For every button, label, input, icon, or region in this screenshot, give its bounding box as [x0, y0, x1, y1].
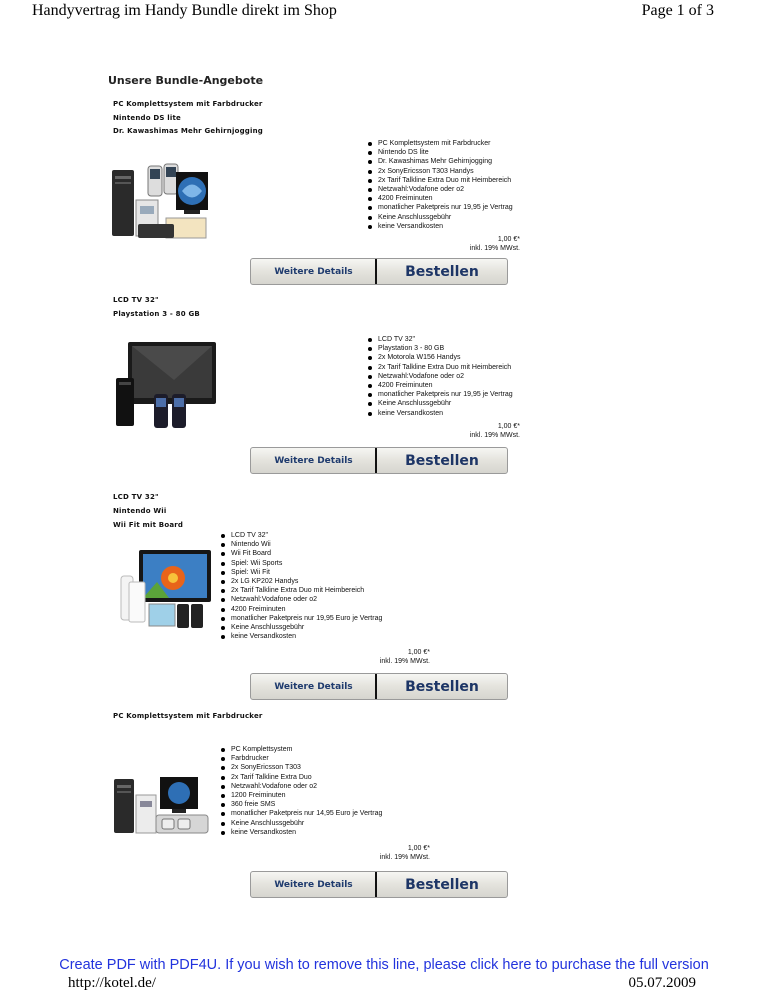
vat-note: inkl. 19% MWst.: [469, 432, 520, 439]
feature-item: Dr. Kawashimas Mehr Gehirnjogging: [367, 157, 513, 166]
feature-item: monatlicher Paketpreis nur 14,95 Euro je…: [220, 809, 382, 818]
bundle-subtitle: Nintendo DS lite: [113, 114, 181, 122]
section-heading: Unsere Bundle-Angebote: [108, 74, 264, 87]
feature-list: PC Komplettsystem Farbdrucker 2x SonyEri…: [220, 745, 382, 837]
order-button[interactable]: Bestellen: [405, 263, 479, 280]
feature-item: monatlicher Paketpreis nur 19,95 Euro je…: [220, 614, 382, 623]
feature-item: 4200 Freiminuten: [367, 381, 513, 390]
feature-item: Netzwahl:Vodafone oder o2: [220, 595, 382, 604]
feature-item: Netzwahl:Vodafone oder o2: [367, 185, 513, 194]
feature-item: LCD TV 32": [220, 531, 382, 540]
feature-item: Nintendo DS lite: [367, 148, 513, 157]
page-title: Handyvertrag im Handy Bundle direkt im S…: [32, 2, 337, 19]
feature-item: keine Versandkosten: [367, 409, 513, 418]
feature-item: 2x Motorola W156 Handys: [367, 353, 513, 362]
action-bar: Weitere Details Bestellen: [250, 258, 508, 285]
feature-item: keine Versandkosten: [220, 632, 382, 641]
page-counter: Page 1 of 3: [641, 2, 714, 19]
vat-note: inkl. 19% MWst.: [379, 854, 430, 861]
vat-note: inkl. 19% MWst.: [469, 245, 520, 252]
button-divider: [375, 674, 377, 699]
feature-item: Keine Anschlussgebühr: [220, 819, 382, 828]
feature-list: PC Komplettsystem mit Farbdrucker Ninten…: [367, 139, 513, 231]
action-bar: Weitere Details Bestellen: [250, 673, 508, 700]
pdf4u-banner-link[interactable]: Create PDF with PDF4U. If you wish to re…: [59, 957, 709, 973]
bundle-subtitle: Nintendo Wii: [113, 507, 167, 515]
feature-item: 2x Tarif Talkline Extra Duo: [220, 773, 382, 782]
feature-item: Wii Fit Board: [220, 549, 382, 558]
button-divider: [375, 448, 377, 473]
feature-item: 2x Tarif Talkline Extra Duo mit Heimbere…: [367, 176, 513, 185]
price-value: 1,00 €*: [497, 423, 520, 430]
feature-item: 2x Tarif Talkline Extra Duo mit Heimbere…: [367, 363, 513, 372]
price-block: 1,00 €* inkl. 19% MWst.: [420, 235, 520, 253]
feature-item: PC Komplettsystem: [220, 745, 382, 754]
price-block: 1,00 €* inkl. 19% MWst.: [330, 844, 430, 862]
feature-item: PC Komplettsystem mit Farbdrucker: [367, 139, 513, 148]
print-date: 05.07.2009: [628, 975, 697, 991]
feature-item: Netzwahl:Vodafone oder o2: [220, 782, 382, 791]
feature-item: monatlicher Paketpreis nur 19,95 je Vert…: [367, 203, 513, 212]
product-image-tv-ps3: [116, 342, 216, 428]
button-divider: [375, 259, 377, 284]
feature-list: LCD TV 32" Nintendo Wii Wii Fit Board Sp…: [220, 531, 382, 641]
source-url: http://kotel.de/: [68, 975, 156, 991]
feature-item: 2x SonyEricsson T303: [220, 763, 382, 772]
details-button[interactable]: Weitere Details: [274, 681, 353, 692]
feature-item: Spiel: Wii Sports: [220, 559, 382, 568]
bundle-subtitle: Wii Fit mit Board: [113, 521, 184, 529]
order-button[interactable]: Bestellen: [405, 452, 479, 469]
feature-item: 2x Tarif Talkline Extra Duo mit Heimbere…: [220, 586, 382, 595]
bundle-subtitle: PC Komplettsystem mit Farbdrucker: [113, 100, 263, 108]
feature-item: 4200 Freiminuten: [367, 194, 513, 203]
feature-item: Spiel: Wii Fit: [220, 568, 382, 577]
feature-item: 2x SonyEricsson T303 Handys: [367, 167, 513, 176]
price-block: 1,00 €* inkl. 19% MWst.: [420, 422, 520, 440]
feature-item: Keine Anschlussgebühr: [367, 399, 513, 408]
feature-list: LCD TV 32" Playstation 3 - 80 GB 2x Moto…: [367, 335, 513, 418]
product-image-pc-printer: [114, 777, 209, 834]
feature-item: monatlicher Paketpreis nur 19,95 je Vert…: [367, 390, 513, 399]
feature-item: keine Versandkosten: [367, 222, 513, 231]
order-button[interactable]: Bestellen: [405, 876, 479, 893]
button-divider: [375, 872, 377, 897]
feature-item: LCD TV 32": [367, 335, 513, 344]
feature-item: Keine Anschlussgebühr: [220, 623, 382, 632]
price-block: 1,00 €* inkl. 19% MWst.: [330, 648, 430, 666]
details-button[interactable]: Weitere Details: [274, 266, 353, 277]
action-bar: Weitere Details Bestellen: [250, 447, 508, 474]
price-value: 1,00 €*: [407, 649, 430, 656]
vat-note: inkl. 19% MWst.: [379, 658, 430, 665]
feature-item: Farbdrucker: [220, 754, 382, 763]
order-button[interactable]: Bestellen: [405, 678, 479, 695]
feature-item: Keine Anschlussgebühr: [367, 213, 513, 222]
feature-item: 2x LG KP202 Handys: [220, 577, 382, 586]
feature-item: 4200 Freiminuten: [220, 605, 382, 614]
action-bar: Weitere Details Bestellen: [250, 871, 508, 898]
feature-item: keine Versandkosten: [220, 828, 382, 837]
feature-item: 360 freie SMS: [220, 800, 382, 809]
bundle-subtitle: LCD TV 32": [113, 296, 159, 304]
details-button[interactable]: Weitere Details: [274, 879, 353, 890]
feature-item: Playstation 3 - 80 GB: [367, 344, 513, 353]
bundle-subtitle: PC Komplettsystem mit Farbdrucker: [113, 712, 263, 720]
bundle-subtitle: LCD TV 32": [113, 493, 159, 501]
bundle-subtitle: Dr. Kawashimas Mehr Gehirnjogging: [113, 127, 263, 135]
product-image-pc-ds: [112, 163, 208, 239]
feature-item: 1200 Freiminuten: [220, 791, 382, 800]
feature-item: Nintendo Wii: [220, 540, 382, 549]
bundle-subtitle: Playstation 3 - 80 GB: [113, 310, 200, 318]
details-button[interactable]: Weitere Details: [274, 455, 353, 466]
product-image-tv-wii: [120, 550, 211, 628]
feature-item: Netzwahl:Vodafone oder o2: [367, 372, 513, 381]
price-value: 1,00 €*: [407, 845, 430, 852]
price-value: 1,00 €*: [497, 236, 520, 243]
